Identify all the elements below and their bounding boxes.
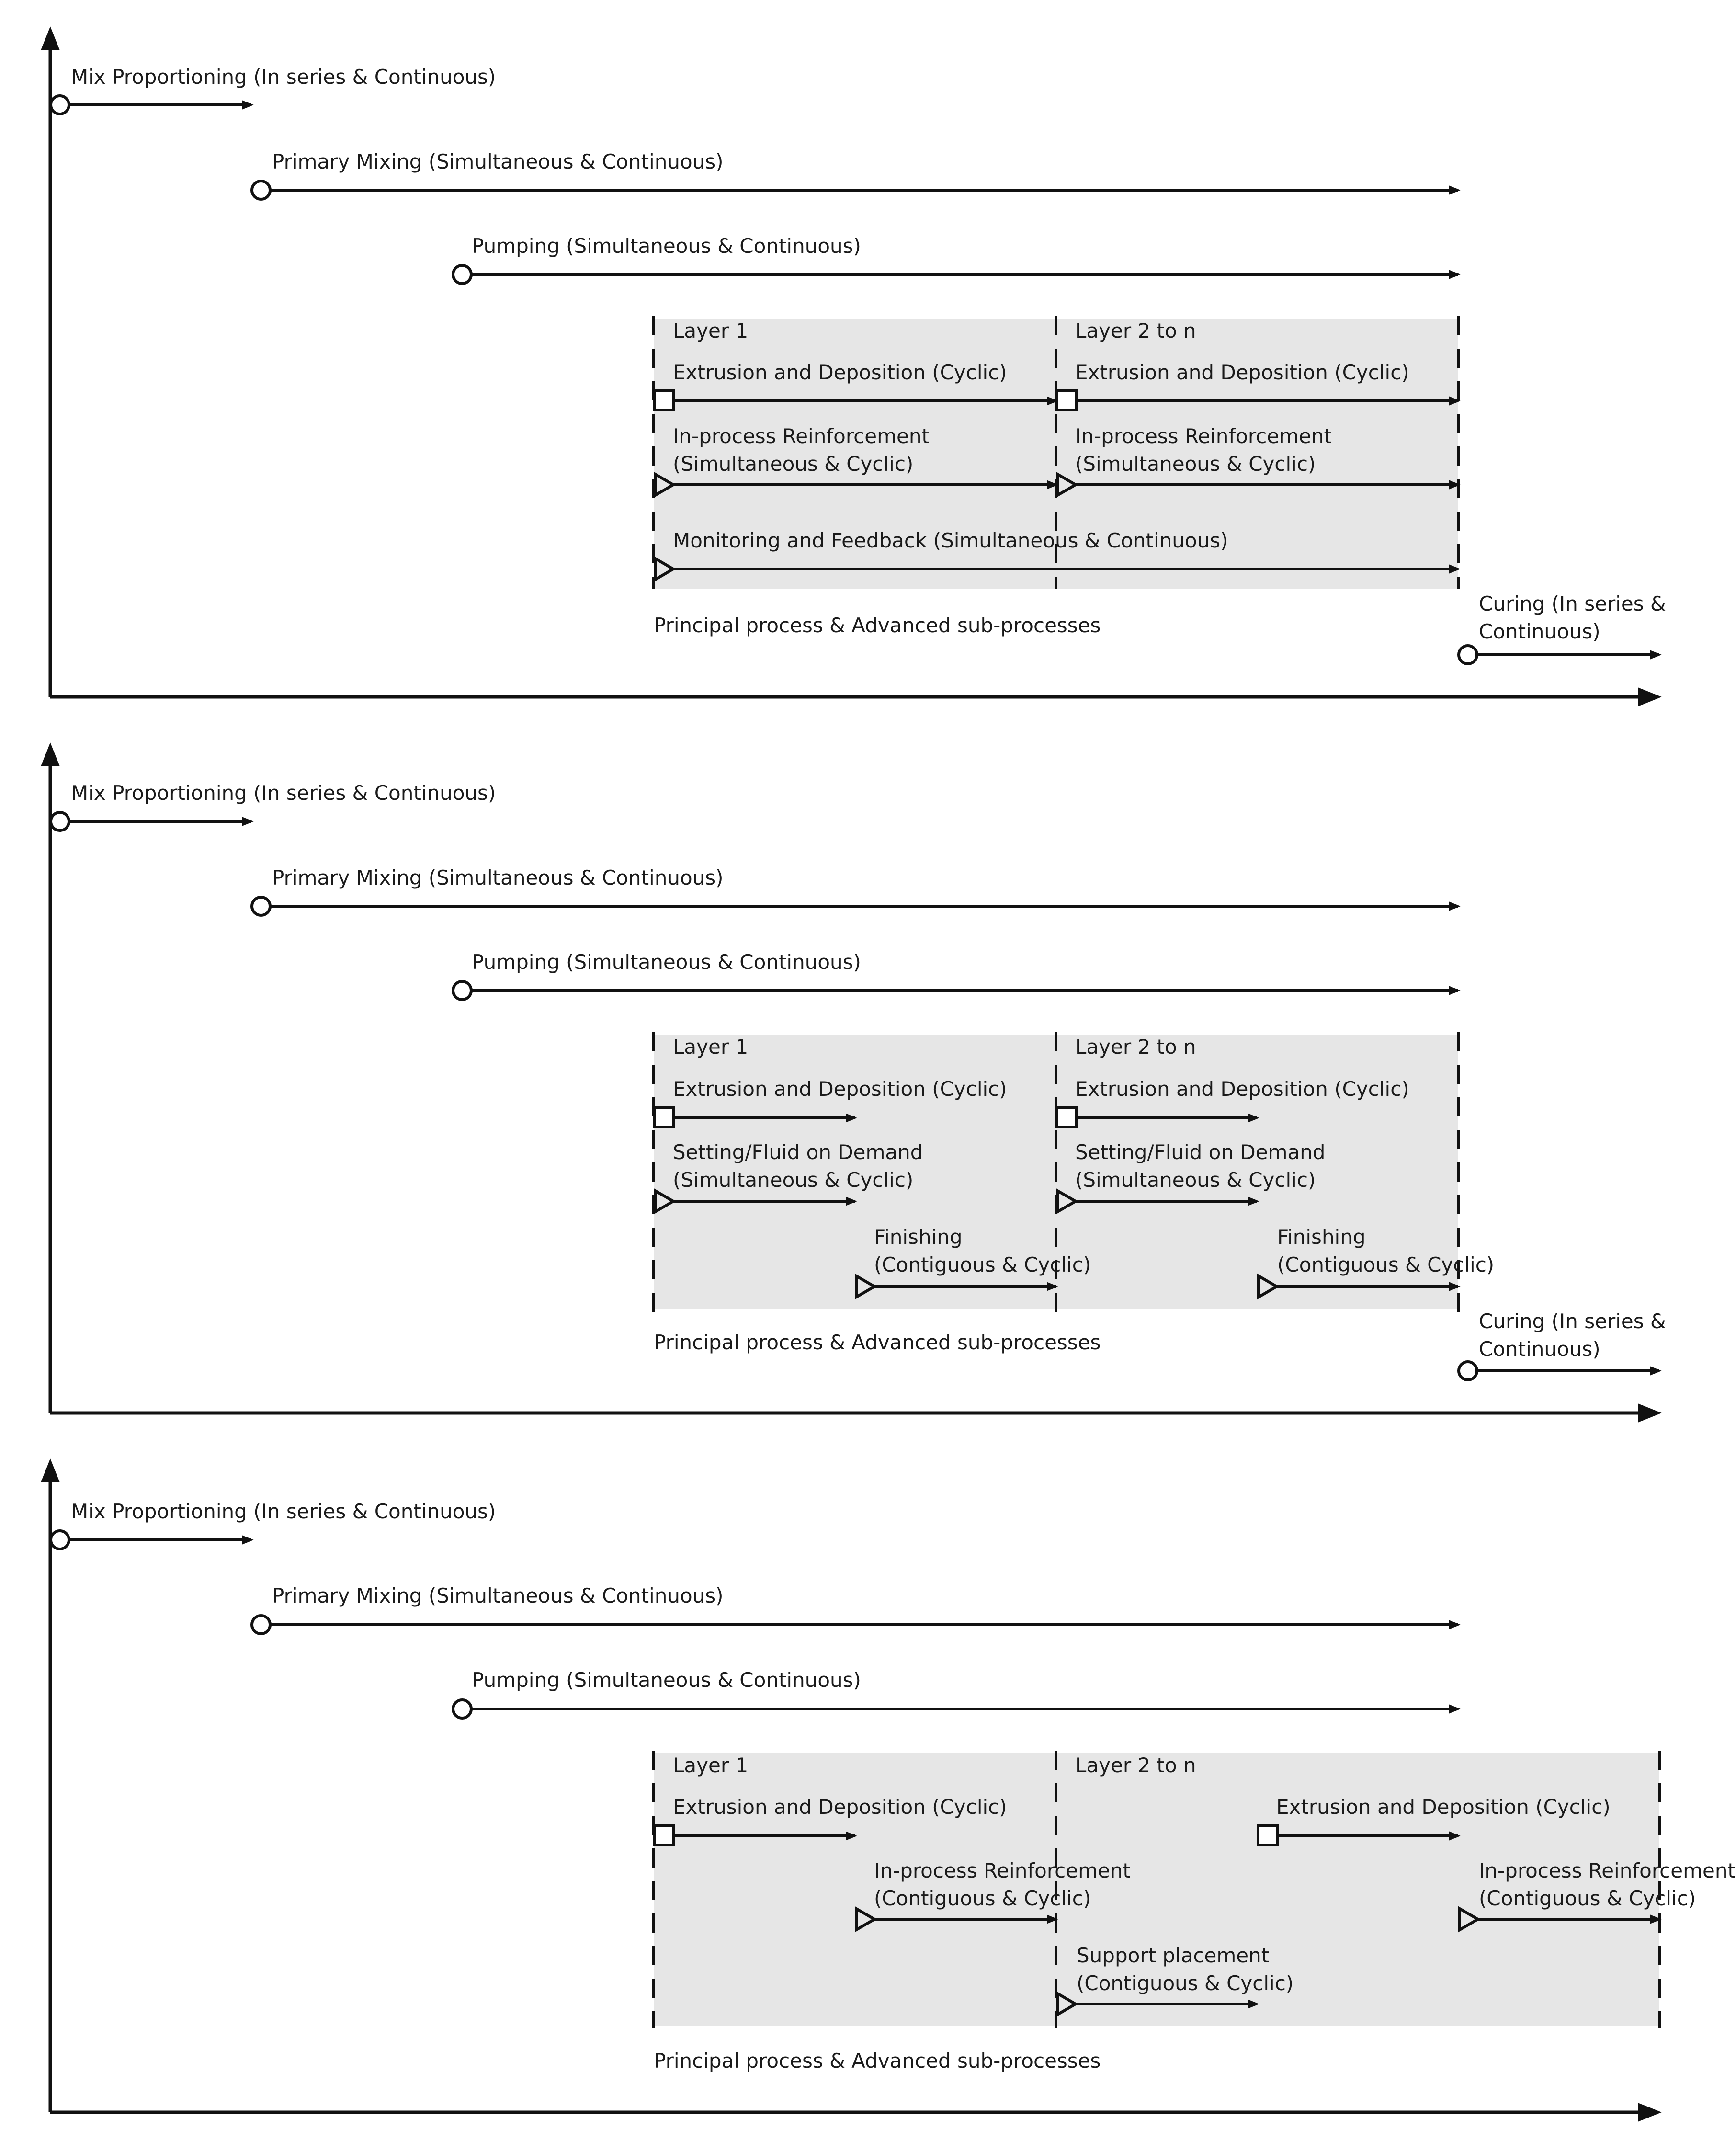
label-pumping: Pumping (Simultaneous & Continuous) <box>472 234 861 258</box>
label-contiguous-cyclic: (Contiguous & Cyclic) <box>1077 1971 1293 1995</box>
start-triangle-icon <box>654 556 676 582</box>
start-triangle-icon <box>1056 1991 1078 2017</box>
start-circle-icon <box>250 896 272 917</box>
layer-area-shading <box>654 1753 1659 2026</box>
start-triangle-icon <box>1056 1188 1078 1215</box>
label-in-process-reinforcement: In-process Reinforcement <box>1479 1859 1736 1882</box>
label-principal-process: Principal process & Advanced sub-process… <box>654 614 1101 637</box>
start-square-icon <box>1257 1824 1279 1846</box>
label-curing-cont: Continuous) <box>1479 1337 1600 1361</box>
label-contiguous-cyclic: (Contiguous & Cyclic) <box>1479 1887 1696 1910</box>
start-circle-icon <box>1457 644 1478 665</box>
panel-1: Mix Proportioning (In series & Continuou… <box>41 26 1666 706</box>
label-extrusion-deposition: Extrusion and Deposition (Cyclic) <box>1075 1077 1409 1101</box>
label-primary-mixing: Primary Mixing (Simultaneous & Continuou… <box>272 866 724 889</box>
label-extrusion-deposition: Extrusion and Deposition (Cyclic) <box>673 361 1007 384</box>
start-square-icon <box>653 389 675 411</box>
label-in-process-reinforcement: In-process Reinforcement <box>874 1859 1131 1882</box>
label-extrusion-deposition: Extrusion and Deposition (Cyclic) <box>673 1795 1007 1819</box>
label-layer-1: Layer 1 <box>673 1035 748 1059</box>
label-setting-fluid: Setting/Fluid on Demand <box>673 1140 923 1164</box>
label-extrusion-deposition: Extrusion and Deposition (Cyclic) <box>673 1077 1007 1101</box>
label-mix-proportioning: Mix Proportioning (In series & Continuou… <box>71 781 496 805</box>
start-triangle-icon <box>1056 471 1078 498</box>
label-principal-process: Principal process & Advanced sub-process… <box>654 2049 1101 2073</box>
label-extrusion-deposition: Extrusion and Deposition (Cyclic) <box>1075 361 1409 384</box>
label-primary-mixing: Primary Mixing (Simultaneous & Continuou… <box>272 150 724 173</box>
start-circle-icon <box>49 1529 70 1550</box>
label-primary-mixing: Primary Mixing (Simultaneous & Continuou… <box>272 1584 724 1607</box>
label-simultaneous-cyclic: (Simultaneous & Cyclic) <box>1075 1168 1316 1192</box>
label-simultaneous-cyclic: (Simultaneous & Cyclic) <box>1075 452 1316 476</box>
label-layer-2-to-n: Layer 2 to n <box>1075 319 1196 342</box>
label-layer-1: Layer 1 <box>673 319 748 342</box>
label-setting-fluid: Setting/Fluid on Demand <box>1075 1140 1325 1164</box>
start-square-icon <box>1055 1106 1078 1128</box>
start-square-icon <box>653 1824 675 1846</box>
label-mix-proportioning: Mix Proportioning (In series & Continuou… <box>71 65 496 89</box>
label-monitoring-feedback: Monitoring and Feedback (Simultaneous & … <box>673 529 1228 552</box>
label-layer-1: Layer 1 <box>673 1754 748 1777</box>
start-triangle-icon <box>855 1273 877 1300</box>
start-triangle-icon <box>1257 1273 1280 1300</box>
label-finishing: Finishing <box>1277 1225 1366 1249</box>
label-contiguous-cyclic: (Contiguous & Cyclic) <box>874 1887 1091 1910</box>
start-triangle-icon <box>1458 1906 1481 1933</box>
label-contiguous-cyclic: (Contiguous & Cyclic) <box>874 1253 1091 1276</box>
start-circle-icon <box>250 1614 272 1635</box>
start-circle-icon <box>452 1698 473 1720</box>
label-in-process-reinforcement: In-process Reinforcement <box>673 424 930 448</box>
label-pumping: Pumping (Simultaneous & Continuous) <box>472 950 861 974</box>
label-simultaneous-cyclic: (Simultaneous & Cyclic) <box>673 1168 913 1192</box>
label-contiguous-cyclic: (Contiguous & Cyclic) <box>1277 1253 1494 1276</box>
start-circle-icon <box>1457 1360 1478 1381</box>
label-curing: Curing (In series & <box>1479 592 1666 615</box>
label-in-process-reinforcement: In-process Reinforcement <box>1075 424 1332 448</box>
start-circle-icon <box>452 264 473 285</box>
panel-2: Mix Proportioning (In series & Continuou… <box>41 742 1666 1423</box>
label-principal-process: Principal process & Advanced sub-process… <box>654 1331 1101 1354</box>
label-curing: Curing (In series & <box>1479 1310 1666 1333</box>
start-circle-icon <box>49 94 70 115</box>
label-finishing: Finishing <box>874 1225 963 1249</box>
label-extrusion-deposition: Extrusion and Deposition (Cyclic) <box>1276 1795 1611 1819</box>
label-support-placement: Support placement <box>1077 1944 1269 1967</box>
start-triangle-icon <box>654 471 676 498</box>
label-mix-proportioning: Mix Proportioning (In series & Continuou… <box>71 1500 496 1523</box>
start-circle-icon <box>250 180 272 201</box>
start-square-icon <box>653 1106 675 1128</box>
start-circle-icon <box>49 811 70 832</box>
start-circle-icon <box>452 980 473 1001</box>
label-curing-cont: Continuous) <box>1479 620 1600 643</box>
label-layer-2-to-n: Layer 2 to n <box>1075 1035 1196 1059</box>
start-triangle-icon <box>855 1906 877 1933</box>
label-simultaneous-cyclic: (Simultaneous & Cyclic) <box>673 452 913 476</box>
start-square-icon <box>1055 389 1078 411</box>
panel-3: Mix Proportioning (In series & Continuou… <box>41 1458 1736 2122</box>
start-triangle-icon <box>654 1188 676 1215</box>
label-layer-2-to-n: Layer 2 to n <box>1075 1754 1196 1777</box>
label-pumping: Pumping (Simultaneous & Continuous) <box>472 1668 861 1692</box>
